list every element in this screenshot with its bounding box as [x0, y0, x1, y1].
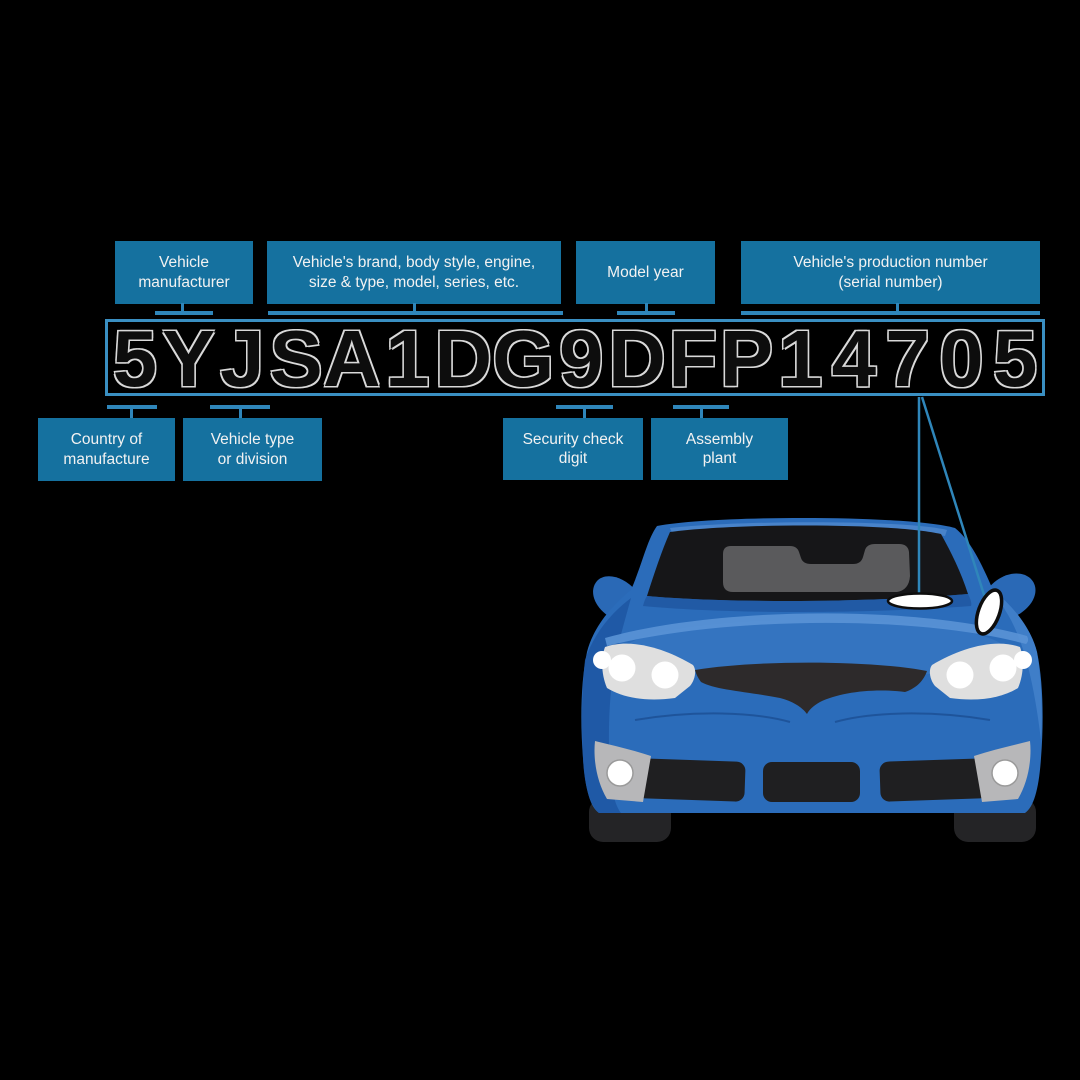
- vin-char: A: [322, 314, 381, 403]
- connector-bar-production: [741, 311, 1040, 315]
- label-line: manufacture: [63, 450, 150, 468]
- vin-char: Y: [161, 314, 216, 403]
- label-brand-body-style: Vehicle's brand, body style, engine, siz…: [267, 241, 561, 304]
- grille: [695, 662, 927, 714]
- bumper-intake-right: [879, 758, 989, 802]
- vin-char: S: [269, 314, 323, 403]
- label-line: Security check: [522, 430, 624, 448]
- label-line: or division: [217, 450, 288, 468]
- label-line: Vehicle's brand, body style, engine,: [292, 254, 536, 271]
- label-vehicle-type: Vehicle type or division: [183, 418, 322, 481]
- vin-char: D: [608, 314, 666, 403]
- connector-bar-manufacturer: [155, 311, 213, 315]
- connector-bar-model-year: [617, 311, 675, 315]
- hood-sheen: [625, 620, 1005, 680]
- vin-char: P: [719, 314, 774, 403]
- vin-char: 5: [112, 314, 158, 403]
- connector-stem-manufacturer: [181, 303, 184, 312]
- vin-char: 5: [992, 314, 1038, 403]
- label-assembly-plant: Assembly plant: [651, 418, 788, 480]
- vin-char: 7: [885, 314, 930, 403]
- vin-char: G: [492, 314, 555, 403]
- label-vehicle-manufacturer: Vehicle manufacturer: [115, 241, 253, 304]
- label-line: digit: [558, 450, 588, 467]
- vin-char: 1: [385, 314, 430, 403]
- right-headlight: [929, 643, 1032, 700]
- bumper-intake-left: [636, 758, 746, 802]
- vin-char: 4: [831, 314, 877, 403]
- label-line: plant: [702, 450, 737, 467]
- connector-stem-production: [896, 303, 899, 312]
- label-line: Country of: [70, 431, 143, 448]
- connector-bar-security: [556, 405, 613, 409]
- label-line: size & type, model, series, etc.: [308, 273, 520, 291]
- connector-stem-brand: [413, 303, 416, 312]
- label-line: Assembly: [685, 430, 754, 448]
- label-model-year: Model year: [576, 241, 715, 304]
- left-headlight: [593, 643, 696, 700]
- connector-stem-assembly: [700, 408, 703, 418]
- vin-char: J: [220, 314, 265, 403]
- connector-bar-assembly: [673, 405, 729, 409]
- label-line: manufacturer: [138, 273, 230, 291]
- vin-char: 9: [559, 314, 604, 403]
- label-production-number: Vehicle's production number (serial numb…: [741, 241, 1040, 304]
- bumper-crease-left: [634, 712, 791, 723]
- label-line: (serial number): [838, 273, 943, 291]
- vin-plate-door-jamb: [974, 588, 1004, 636]
- connector-stem-vehicle-type: [239, 408, 242, 418]
- car-front-illustration: [581, 517, 1043, 842]
- connector-bar-brand: [268, 311, 563, 315]
- right-fender-highlight: [993, 590, 1042, 740]
- label-line: Vehicle type: [210, 431, 295, 448]
- label-line: Vehicle's production number: [793, 254, 988, 271]
- car-interior-silhouette: [723, 544, 910, 592]
- vin-plate-dashboard: [886, 592, 954, 610]
- left-fender-shading: [581, 598, 631, 813]
- label-line: Vehicle: [159, 254, 209, 271]
- pointer-line-door-jamb: [920, 396, 987, 599]
- connector-bar-country: [107, 405, 157, 409]
- roof-highlight: [670, 522, 947, 536]
- connector-stem-country: [130, 408, 133, 418]
- vin-char: F: [668, 314, 718, 403]
- connector-stem-security: [583, 408, 586, 418]
- label-line: Model year: [607, 263, 684, 281]
- vin-char: 0: [939, 314, 984, 403]
- bumper-intake-center: [763, 762, 860, 802]
- left-fog-light: [594, 741, 651, 802]
- bumper-crease-right: [834, 712, 991, 723]
- vin-char: D: [434, 314, 493, 403]
- vin-char: 1: [777, 314, 823, 403]
- hood-crease-highlight: [605, 613, 1029, 646]
- label-country-of-manufacture: Country of manufacture: [38, 418, 175, 481]
- label-security-check-digit: Security check digit: [503, 418, 643, 480]
- connector-stem-model-year: [645, 303, 648, 312]
- connector-bar-vehicle-type: [210, 405, 270, 409]
- right-fog-light: [974, 741, 1031, 802]
- cowl-shadow: [643, 594, 972, 612]
